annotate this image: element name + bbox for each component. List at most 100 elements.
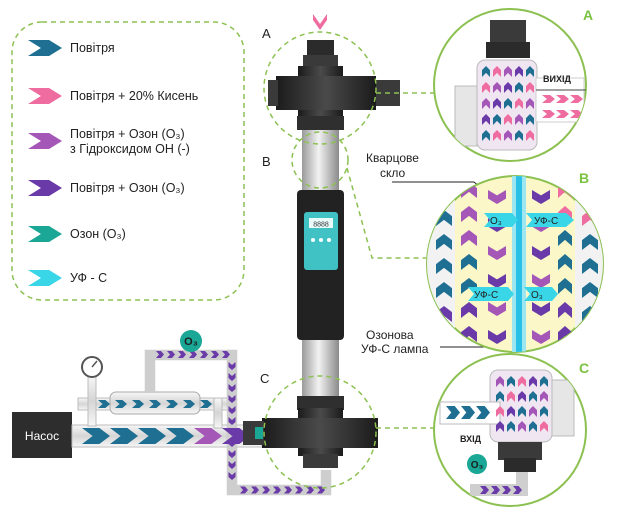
return-chevron [178, 351, 186, 358]
detail-c-chevron [507, 376, 515, 387]
zone-b-marker [291, 131, 349, 189]
legend-label-line2: з Гідроксидом OH (-) [70, 142, 190, 156]
legend-item: Повітря [28, 40, 115, 56]
detail-c-chevron [518, 421, 526, 432]
main-flow-chevron [138, 428, 166, 444]
detail-a-chevron [504, 130, 512, 141]
detail-a-chevron [504, 114, 512, 125]
main-flow-chevron [166, 428, 194, 444]
detail-a-chevron [493, 114, 501, 125]
legend-label: Повітря + Озон (O₃) [70, 181, 185, 195]
main-flow-chevron [82, 428, 110, 444]
legend-swatch [28, 180, 62, 196]
detail-c-fitting [551, 379, 575, 437]
return-chevron [284, 486, 292, 494]
detail-b-chevron [488, 274, 506, 288]
quartz-tube-upper [302, 130, 339, 190]
detail-a: A ВИХІД [433, 7, 593, 162]
detail-b-uvc-arrow-top [526, 213, 574, 227]
zone-b-letter: B [262, 154, 271, 169]
detail-c-ozone-badge [467, 454, 487, 474]
inlet-top-arrow [313, 14, 327, 30]
return-chevron [228, 362, 236, 370]
return-chevron [251, 486, 259, 494]
legend-label: Повітря + 20% Кисень [70, 89, 198, 103]
display-button-3[interactable] [327, 238, 331, 242]
legend-label: УФ - С [70, 271, 107, 285]
detail-b-chevron [582, 258, 598, 274]
detail-b-chevron [488, 190, 506, 204]
bypass-right-riser [213, 397, 223, 429]
detail-a-chevron [526, 66, 534, 77]
detail-c-ozone-chevron [480, 486, 489, 494]
bypass-chevron [166, 400, 178, 408]
display-button-2[interactable] [319, 238, 323, 242]
detail-c-chevron [496, 421, 504, 432]
detail-a-chevron [493, 66, 501, 77]
detail-a-chevron [504, 82, 512, 93]
detail-a-chevron [515, 82, 523, 93]
detail-a-outlet-chevron [542, 95, 555, 103]
pump-label: Насос [25, 429, 59, 443]
zone-a-marker [263, 31, 377, 145]
detail-c-chevron [507, 421, 515, 432]
detail-a-label: ВИХІД [543, 74, 571, 84]
detail-c-chevron [507, 391, 515, 402]
piping: Насос O₃ [12, 330, 332, 496]
detail-b-chevron [436, 330, 452, 346]
legend-swatch [28, 226, 62, 242]
detail-c-flow [446, 376, 548, 494]
return-chevron [167, 351, 175, 358]
detail-c-chevron [529, 376, 537, 387]
return-chevron [189, 351, 197, 358]
quartz-label-1: Кварцове [366, 151, 419, 165]
detail-c: C ВХІД O₃ [433, 353, 589, 507]
detail-b-o3-arrow-bottom [524, 287, 558, 301]
bypass-chevron [149, 400, 161, 408]
detail-c-chevron [496, 391, 504, 402]
detail-b-lamp-core [516, 176, 522, 352]
return-chevron [228, 450, 236, 458]
detail-b-chevron [461, 302, 477, 318]
detail-c-chevron [540, 421, 548, 432]
return-chevron [228, 406, 236, 414]
detail-c-ozone-chevron [491, 486, 500, 494]
bypass-left-riser [87, 375, 97, 427]
legend-swatch [28, 270, 62, 286]
legend-label: Озон (O₃) [70, 227, 126, 241]
legend-swatch [28, 88, 62, 104]
return-chevron [228, 373, 236, 381]
legend-swatch [28, 40, 62, 56]
detail-a-chevron [526, 114, 534, 125]
detail-a-outlet-chevron [556, 95, 569, 103]
return-chevron [228, 417, 236, 425]
detail-c-ozone-chevron [513, 486, 522, 494]
detail-c-chevron [540, 406, 548, 417]
detail-b-chevron [532, 330, 550, 344]
legend-label: Повітря [70, 41, 115, 55]
detail-b-o3-bottom: O₃ [531, 290, 543, 301]
top-cap-rim [303, 55, 338, 67]
bypass-chevron [115, 400, 127, 408]
main-flow-chevron [110, 428, 138, 444]
display-button-1[interactable] [311, 238, 315, 242]
detail-b-chevron [532, 190, 550, 204]
detail-c-chevron [496, 376, 504, 387]
bypass-chevron [200, 400, 212, 408]
detail-c-ozone-label: O₃ [471, 460, 484, 471]
detail-b-chevron [582, 234, 598, 250]
detail-b-chevron [532, 302, 550, 316]
top-tee-horizontal [276, 76, 376, 110]
detail-c-inlet-chevron [476, 406, 490, 419]
main-flow-chevron [194, 428, 222, 444]
bypass-chevron [183, 400, 195, 408]
detail-b-chevron [488, 330, 506, 344]
detail-b-uvc-bottom: УФ-С [474, 290, 498, 301]
detail-a-cap-rim [486, 42, 530, 58]
display-screen [309, 218, 333, 228]
detail-a-cap [490, 20, 526, 44]
detail-c-chevron [529, 406, 537, 417]
detail-c-label: ВХІД [460, 434, 482, 444]
